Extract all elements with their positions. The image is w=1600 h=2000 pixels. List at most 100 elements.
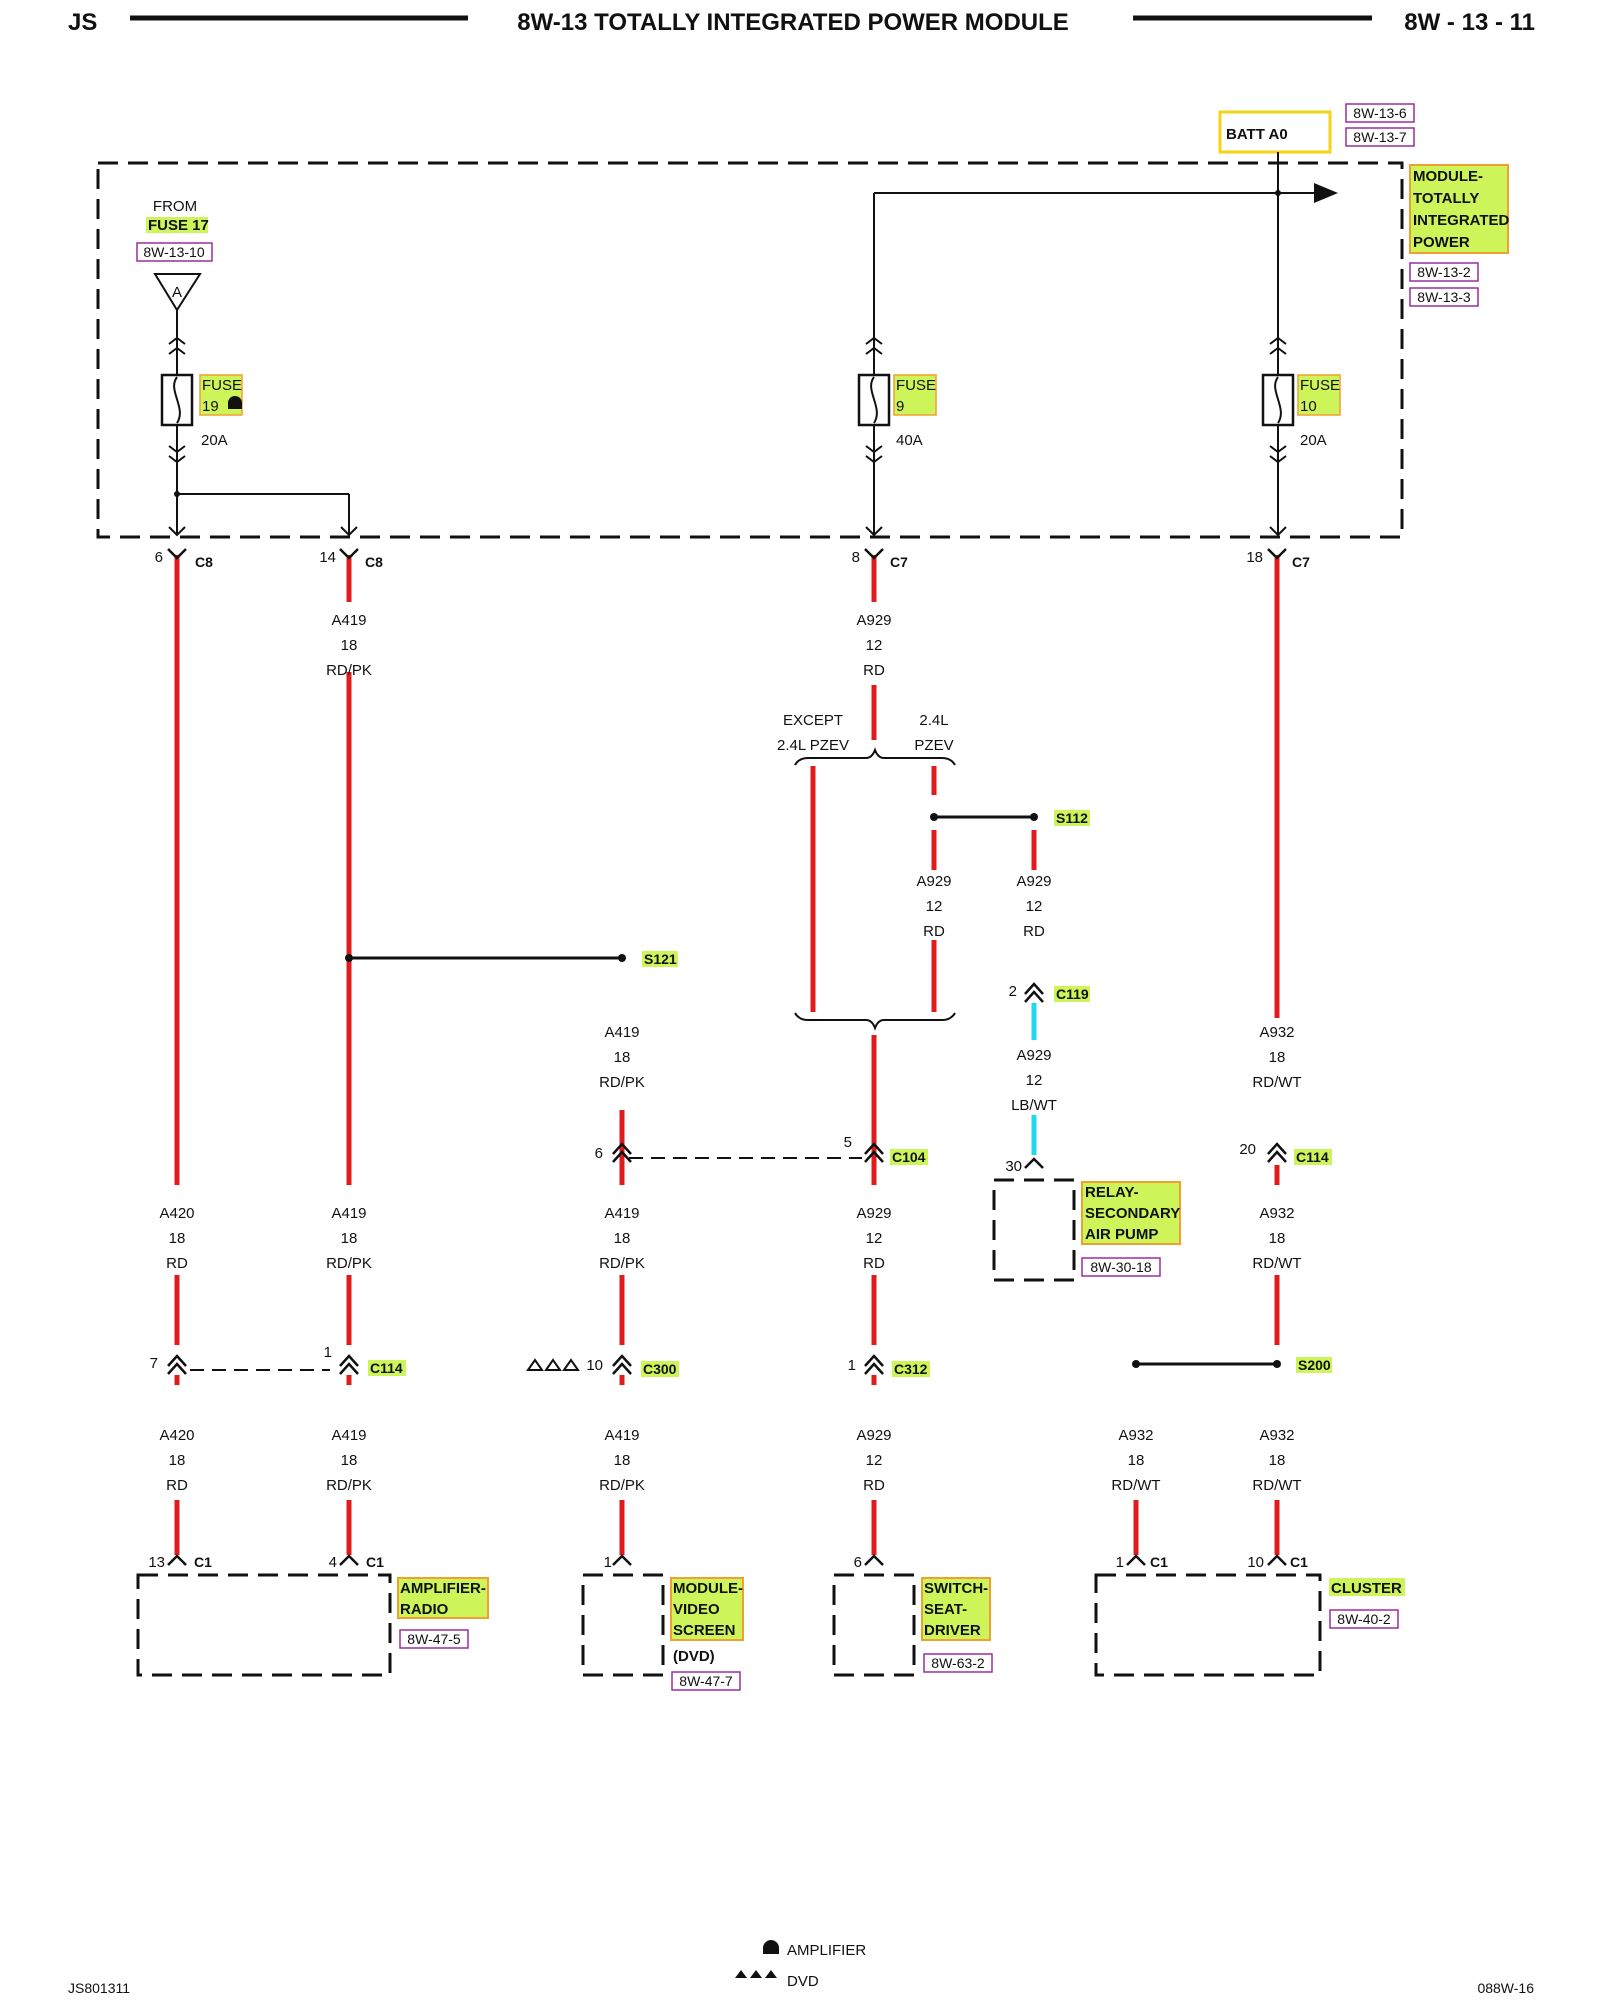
wire-label-a932_mid-2: RD/WT — [1252, 1255, 1301, 1272]
power-module-ref-2[interactable]: 8W-13-3 — [1409, 287, 1479, 307]
fuse9-word: FUSE — [896, 377, 936, 394]
wire-label-a419_dvd_mid-1: 18 — [614, 1230, 631, 1247]
connector-chevron — [339, 1354, 359, 1367]
header-left: JS — [68, 9, 97, 36]
fuse19-rating: 20A — [201, 432, 228, 449]
splice-s112: S112 — [1056, 810, 1088, 826]
wire-label-a932_s200_left-0: A932 — [1118, 1427, 1153, 1444]
wire-label-a420_mid-0: A420 — [159, 1205, 194, 1222]
bus-junction — [1275, 190, 1281, 196]
footer-right-code: 088W-16 — [1477, 1980, 1534, 1996]
seat-name-3: DRIVER — [924, 1622, 981, 1639]
wire-label-a929_bot-2: RD — [863, 1477, 885, 1494]
power-module-name-highlight — [1409, 164, 1509, 254]
wire-label-a929_bot-0: A929 — [856, 1427, 891, 1444]
wire-label-a419_dvd_bot-0: A419 — [604, 1427, 639, 1444]
from-fuse-ref[interactable]: 8W-13-10 — [136, 242, 213, 262]
pin-6-c8: 6 — [155, 549, 163, 566]
wire-label-a929_s112-2: RD — [1023, 923, 1045, 940]
wire-label-a419_top-1: 18 — [341, 637, 358, 654]
fuse19-number: 19 — [202, 398, 219, 415]
c104-left-pin: 6 — [595, 1145, 603, 1162]
video-name-2: VIDEO — [673, 1601, 720, 1618]
relay-ref[interactable]: 8W-30-18 — [1081, 1257, 1161, 1277]
seat-pin-6: 6 — [854, 1554, 862, 1571]
connector-chevron — [864, 1142, 884, 1155]
seat-ref[interactable]: 8W-63-2 — [923, 1653, 993, 1673]
svg-text:8W-13-2: 8W-13-2 — [1417, 264, 1471, 280]
s121-highlight — [642, 951, 678, 967]
wire-label-a419_dvd_mid-2: RD/PK — [599, 1255, 645, 1272]
svg-text:8W-13-7: 8W-13-7 — [1353, 129, 1407, 145]
wire-label-a932_s200_right-0: A932 — [1259, 1427, 1294, 1444]
wire-label-a929_top-1: 12 — [866, 637, 883, 654]
wire-label-a932_s200_right-1: 18 — [1269, 1452, 1286, 1469]
video-ref[interactable]: 8W-47-7 — [671, 1671, 741, 1691]
wire-label-a929_top-0: A929 — [856, 612, 891, 629]
cluster-name: CLUSTER — [1331, 1580, 1402, 1597]
connector-chevron — [864, 1354, 884, 1367]
c114-a932-pin: 20 — [1239, 1141, 1256, 1158]
video-name-3: SCREEN — [673, 1622, 736, 1639]
wire-label-a932_s200_right-2: RD/WT — [1252, 1477, 1301, 1494]
option-pzev-2: PZEV — [914, 737, 953, 754]
wire-label-a419_bot-2: RD/PK — [326, 1477, 372, 1494]
amp-name-1: AMPLIFIER- — [400, 1580, 486, 1597]
option-except-1: EXCEPT — [783, 712, 843, 729]
wire-label-a932_top-1: 18 — [1269, 1049, 1286, 1066]
svg-text:8W-40-2: 8W-40-2 — [1337, 1611, 1391, 1627]
batt-box — [1218, 110, 1332, 154]
wire-label-a932_top-0: A932 — [1259, 1024, 1294, 1041]
pin-14-c8: 14 — [319, 549, 336, 566]
c300-pin: 10 — [586, 1357, 603, 1374]
legend-dvd: DVD — [787, 1973, 819, 1990]
wire-label-a929_lbwt-2: LB/WT — [1011, 1097, 1057, 1114]
footer-amplifier-symbol — [763, 1940, 779, 1954]
fuse19-word: FUSE — [202, 377, 242, 394]
wire-label-a932_s200_left-2: RD/WT — [1111, 1477, 1160, 1494]
pin-chevron — [339, 548, 359, 560]
page-number: 8W - 13 - 11 — [1404, 9, 1535, 36]
cluster-ref[interactable]: 8W-40-2 — [1329, 1609, 1399, 1629]
wire-label-a419_dvd_bot-1: 18 — [614, 1452, 631, 1469]
wire-label-a420_mid-1: 18 — [169, 1230, 186, 1247]
c104-pin: 5 — [844, 1134, 852, 1151]
power-module-ref-1[interactable]: 8W-13-2 — [1409, 262, 1479, 282]
cluster-pin-10: 10 — [1247, 1554, 1264, 1571]
amp-ref[interactable]: 8W-47-5 — [399, 1629, 469, 1649]
batt-ref-2[interactable]: 8W-13-7 — [1345, 127, 1415, 147]
option-brace-bottom — [794, 1012, 956, 1031]
connector-chevron — [167, 1354, 187, 1367]
svg-text:8W-13-10: 8W-13-10 — [143, 244, 204, 260]
power-module-name-4: POWER — [1413, 234, 1470, 251]
video-name-1: MODULE- — [673, 1580, 743, 1597]
svg-text:8W-47-7: 8W-47-7 — [679, 1673, 733, 1689]
wire-label-a419_mid-0: A419 — [331, 1205, 366, 1222]
wire-label-a932_mid-0: A932 — [1259, 1205, 1294, 1222]
amp-pin-4: 4 — [329, 1554, 337, 1571]
svg-text:8W-13-6: 8W-13-6 — [1353, 105, 1407, 121]
dvd-icon — [526, 1358, 580, 1371]
wire-label-a419_s121-0: A419 — [604, 1024, 639, 1041]
option-pzev-1: 2.4L — [919, 712, 948, 729]
amp-pin-13: 13 — [148, 1554, 165, 1571]
video-screen-box — [581, 1573, 665, 1677]
batt-ref-1[interactable]: 8W-13-6 — [1345, 103, 1415, 123]
conn-c7-b: C7 — [1292, 554, 1310, 570]
wire-label-a929_pzev-2: RD — [923, 923, 945, 940]
connector-chevron — [1024, 982, 1044, 995]
wire-label-a929_lbwt-1: 12 — [1026, 1072, 1043, 1089]
relay-name-3: AIR PUMP — [1085, 1226, 1158, 1243]
svg-text:8W-63-2: 8W-63-2 — [931, 1655, 985, 1671]
pin-chevron — [612, 1554, 632, 1566]
power-module-name-2: TOTALLY — [1413, 190, 1479, 207]
pin-chevron — [167, 1554, 187, 1566]
wire-label-a932_top-2: RD/WT — [1252, 1074, 1301, 1091]
wire-label-a929_mid-2: RD — [863, 1255, 885, 1272]
wire-label-a929_lbwt-0: A929 — [1016, 1047, 1051, 1064]
fuse9-rating: 40A — [896, 432, 923, 449]
wire-label-a419_top-0: A419 — [331, 612, 366, 629]
option-except-2: 2.4L PZEV — [777, 737, 849, 754]
from-fuse-label: FUSE 17 — [148, 217, 209, 234]
